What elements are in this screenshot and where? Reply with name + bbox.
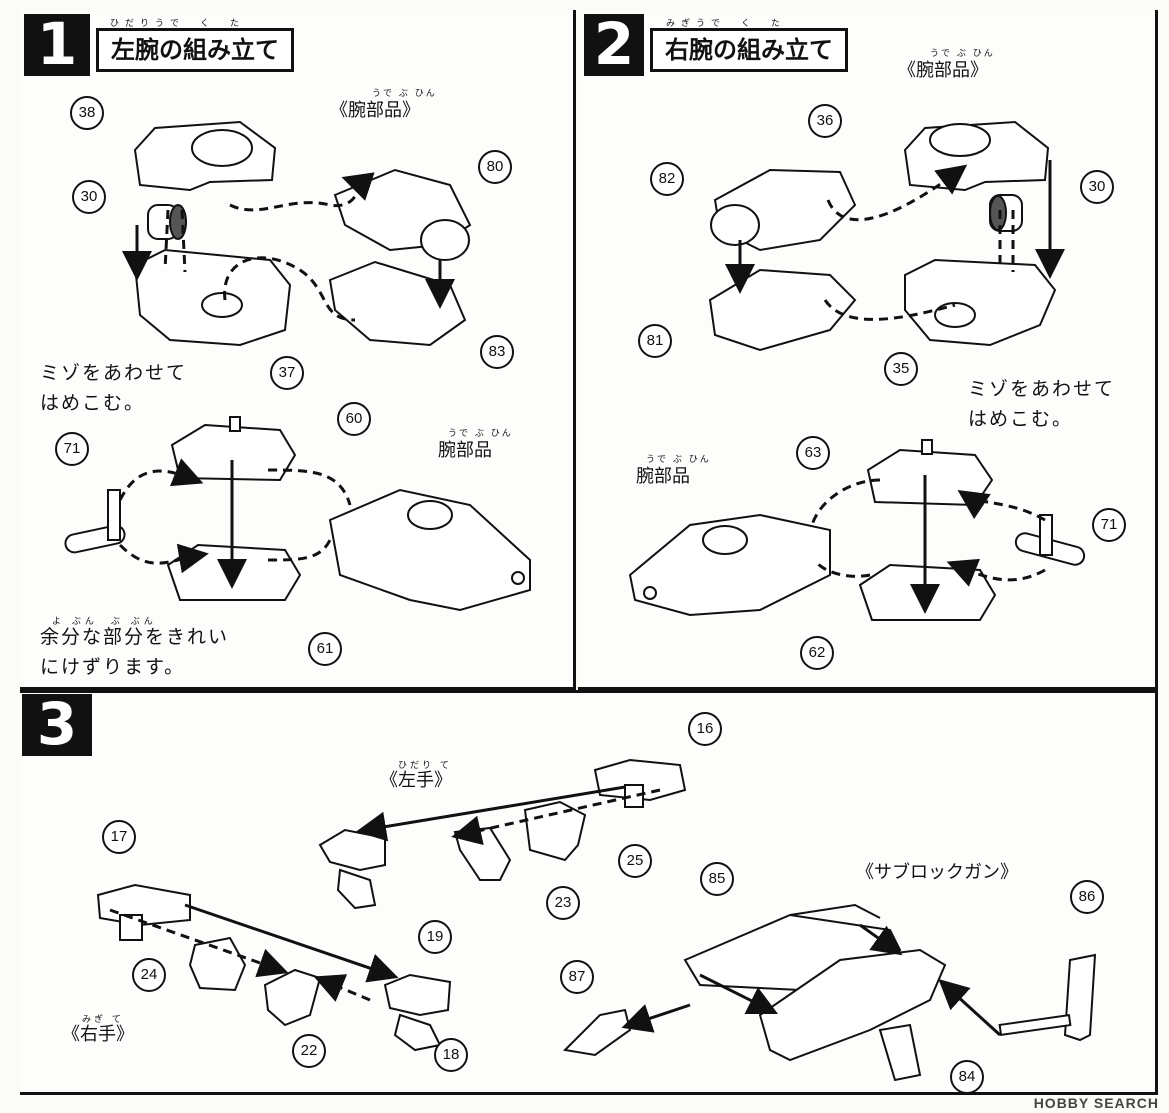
step-1-title: 左腕の組み立て (96, 28, 294, 72)
part-number-62: 62 (800, 636, 834, 670)
step-2-title: 右腕の組み立て (650, 28, 848, 72)
step-2-group-label: 《腕部品》 (898, 60, 988, 81)
part-number-38: 38 (70, 96, 104, 130)
part-number-24: 24 (132, 958, 166, 992)
part-number-17: 17 (102, 820, 136, 854)
part-number-19: 19 (418, 920, 452, 954)
step-2-group-ruby: うで ぶ ひん (930, 49, 995, 59)
part-61-pivot-bottom (166, 543, 302, 601)
part-63-pivot-top (866, 439, 994, 507)
watermark-text: HOBBY SEARCH (1033, 1095, 1159, 1111)
part-71-pin (64, 489, 126, 554)
part-16-left-hand-frame (593, 758, 687, 808)
right-hand-label: 《右手》 (62, 1024, 134, 1045)
step-1-group-label: 《腕部品》 (330, 100, 420, 121)
part-19-left-palm (318, 828, 386, 910)
part-number-23: 23 (546, 886, 580, 920)
part-number-81: 81 (638, 324, 672, 358)
part-number-80: 80 (478, 150, 512, 184)
part-number-82: 82 (650, 162, 684, 196)
part-17-right-hand-frame (96, 883, 191, 941)
part-62-pivot-bottom (858, 563, 997, 621)
part-37-shoulder-base (133, 248, 292, 347)
step-1-trim-ruby: よ ぶん ぶ ぶん (52, 617, 157, 627)
step-1-title-ruby: ひだりうで く た (110, 19, 246, 29)
part-number-85: 85 (700, 862, 734, 896)
part-25-left-fingers (523, 800, 587, 862)
part-number-83: 83 (480, 335, 514, 369)
part-86-gun-stock (998, 953, 1097, 1042)
part-87-gun-cap (562, 1008, 632, 1057)
part-number-63: 63 (796, 436, 830, 470)
part-number-25: 25 (618, 844, 652, 878)
arm-parts-assembly-right (628, 513, 831, 617)
part-number-18: 18 (434, 1038, 468, 1072)
step-1-arm-parts-label: 腕部品 (438, 440, 492, 461)
part-number-37: 37 (270, 356, 304, 390)
part-number-36: 36 (808, 104, 842, 138)
part-number-35: 35 (884, 352, 918, 386)
part-30-joint-cylinder-right (989, 194, 1023, 232)
part-number-30: 30 (72, 180, 106, 214)
part-number-71-right: 71 (1092, 508, 1126, 542)
sub-lock-gun-label: 《サブロックガン》 (856, 862, 1018, 883)
part-18-right-palm (383, 973, 452, 1052)
right-hand-ruby: みぎ て (82, 1015, 124, 1025)
step-1-trim-note: 余分な部分をきれい にけずります。 (40, 626, 230, 678)
part-22-right-thumb (263, 968, 322, 1027)
arm-parts-assembly-left (328, 488, 531, 612)
step-1-number: 1 (24, 14, 90, 76)
part-number-86: 86 (1070, 880, 1104, 914)
part-36-shoulder-shell (903, 120, 1050, 192)
part-84-gun-body (758, 948, 947, 1082)
step-1-group-ruby: うで ぶ ひん (372, 89, 437, 99)
part-number-87: 87 (560, 960, 594, 994)
part-number-84: 84 (950, 1060, 984, 1094)
step-1-arm-parts-ruby: うで ぶ ひん (448, 429, 513, 439)
step-1-groove-note: ミゾをあわせて はめこむ。 (40, 362, 188, 414)
part-number-30-right: 30 (1080, 170, 1114, 204)
part-number-22: 22 (292, 1034, 326, 1068)
left-hand-ruby: ひだり て (398, 761, 452, 771)
part-number-71: 71 (55, 432, 89, 466)
part-71-pin-right (1014, 514, 1086, 566)
step-2-arm-parts-ruby: うで ぶ ひん (646, 455, 711, 465)
part-number-16: 16 (688, 712, 722, 746)
step-2-arm-parts-label: 腕部品 (636, 466, 690, 487)
left-hand-label: 《左手》 (380, 770, 452, 791)
part-82-arm-top (710, 168, 857, 252)
part-38-shoulder-shell (133, 120, 277, 192)
part-30-joint-cylinder (147, 204, 187, 240)
step-2-groove-note: ミゾをあわせて はめこむ。 (968, 378, 1116, 430)
step-2-number: 2 (584, 14, 644, 76)
part-number-61: 61 (308, 632, 342, 666)
part-24-right-fingers (188, 936, 247, 992)
step-2-title-ruby: みぎうで く た (666, 19, 787, 29)
part-83-arm-bottom (328, 260, 467, 347)
step-3-number: 3 (22, 694, 92, 756)
part-81-arm-bottom (708, 268, 857, 352)
part-number-60: 60 (337, 402, 371, 436)
part-35-shoulder-base (904, 258, 1057, 347)
